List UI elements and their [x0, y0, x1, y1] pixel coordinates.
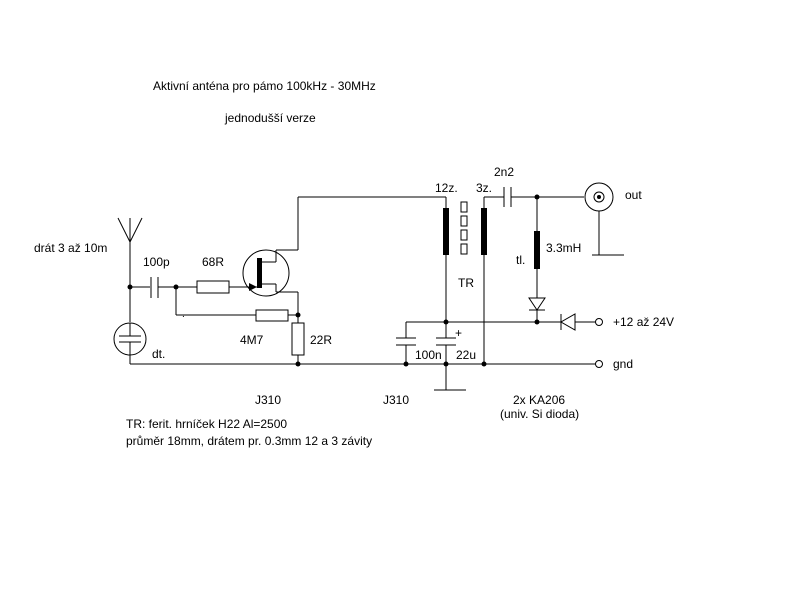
transformer-secondary-winding [481, 208, 487, 255]
input-choke-symbol [113, 322, 147, 364]
resistor-68r-label: 68R [202, 255, 224, 269]
transformer-primary-label: 12z. [435, 181, 458, 195]
capacitor-100p-label: 100p [143, 255, 170, 269]
gnd-label: gnd [613, 357, 633, 371]
output-label: out [625, 188, 642, 202]
diodes-label: 2x KA206 [513, 393, 565, 407]
capacitor-22u-plus: + [455, 326, 462, 340]
note-line-1: TR: ferit. hrníček H22 Al=2500 [126, 417, 287, 431]
supply-label: +12 až 24V [613, 315, 674, 329]
resistor-22r [291, 322, 305, 356]
diode-horizontal [559, 313, 576, 331]
antenna-symbol [117, 217, 143, 322]
transformer-secondary-label: 3z. [476, 181, 492, 195]
resistor-4m7 [255, 309, 289, 322]
capacitor-22u [436, 337, 456, 346]
inductor-value-label: 3.3mH [546, 241, 581, 255]
source-node-dot [295, 312, 301, 318]
inductor-3m3h [534, 231, 540, 269]
transformer-name-label: TR [458, 276, 474, 290]
diodes-note: (univ. Si dioda) [500, 407, 579, 421]
diagram-title: Aktivní anténa pro pámo 100kHz - 30MHz [153, 79, 376, 93]
transformer-primary-winding [443, 208, 449, 255]
stray-dot: . [182, 309, 185, 320]
supply-terminal [595, 318, 603, 326]
transformer-core [460, 201, 468, 255]
transistor-label-1: J310 [255, 393, 281, 407]
capacitor-100p [150, 277, 159, 298]
capacitor-2n2-label: 2n2 [494, 165, 514, 179]
jfet-transistor-symbol [242, 249, 298, 297]
gnd-terminal [595, 360, 603, 368]
gnd-node-dot-1 [295, 361, 301, 367]
resistor-22r-label: 22R [310, 333, 332, 347]
choke-label: dt. [152, 347, 165, 361]
capacitor-22u-label: 22u [456, 348, 476, 362]
transistor-label-2: J310 [383, 393, 409, 407]
resistor-4m7-label: 4M7 [240, 333, 264, 347]
capacitor-100n [396, 337, 416, 346]
output-coax-connector [584, 182, 624, 256]
inductor-tl-label: tl. [516, 253, 525, 267]
note-line-2: průměr 18mm, drátem pr. 0.3mm 12 a 3 záv… [126, 434, 372, 448]
supply-node-dot-2 [534, 319, 540, 325]
diode-vertical [528, 297, 546, 311]
resistor-68r [196, 280, 230, 294]
capacitor-2n2 [503, 187, 512, 207]
diagram-subtitle: jednodušší verze [224, 111, 316, 125]
capacitor-100n-label: 100n [415, 348, 442, 362]
antenna-label: drát 3 až 10m [34, 241, 107, 255]
